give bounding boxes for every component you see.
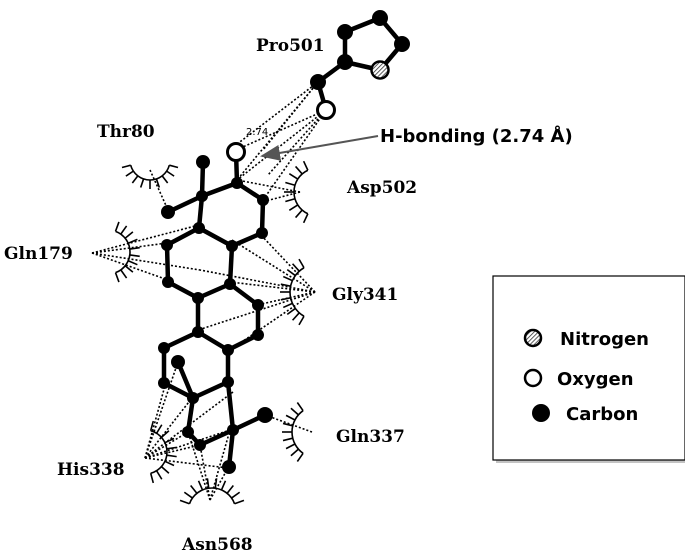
oxygen-atom	[316, 100, 336, 120]
oxygen-atom	[226, 142, 246, 162]
contact-arc-gln179	[114, 221, 140, 283]
hbond-label: H-bonding (2.74 Å)	[380, 124, 573, 147]
residue-label-asn568: Asn568	[181, 535, 253, 554]
oxygen-legend-icon	[523, 368, 543, 388]
hbond-arrow	[260, 135, 379, 161]
contact-arc-gln337	[282, 402, 304, 462]
residue-label-gly341: Gly341	[332, 285, 398, 305]
contact-arc-asp502	[284, 160, 309, 224]
legend-oxygen: Oxygen	[557, 369, 634, 390]
nitrogen-atom	[370, 60, 390, 80]
residue-label-asp502: Asp502	[346, 178, 417, 198]
legend-carbon: Carbon	[566, 404, 638, 425]
contact-arc-thr80	[121, 164, 179, 189]
hydrophobic-contacts	[91, 81, 327, 501]
residue-label-his338: His338	[57, 460, 125, 480]
hbond-distance: 2.74	[246, 127, 268, 138]
ligand-atoms	[158, 10, 410, 474]
contact-arc-gly341	[280, 258, 305, 326]
residue-label-gln337: Gln337	[336, 427, 405, 447]
residue-label-thr80: Thr80	[97, 122, 155, 142]
nitrogen-legend-icon	[523, 328, 543, 348]
legend: Nitrogen Oxygen Carbon	[492, 275, 685, 463]
residue-label-gln179: Gln179	[4, 244, 73, 264]
carbon-legend-icon	[532, 404, 550, 422]
ligand-bonds	[161, 15, 405, 470]
contact-arc-asn568	[179, 478, 245, 505]
residue-label-pro501: Pro501	[256, 36, 325, 56]
contact-arc-his338	[149, 420, 177, 484]
legend-nitrogen: Nitrogen	[560, 329, 649, 350]
